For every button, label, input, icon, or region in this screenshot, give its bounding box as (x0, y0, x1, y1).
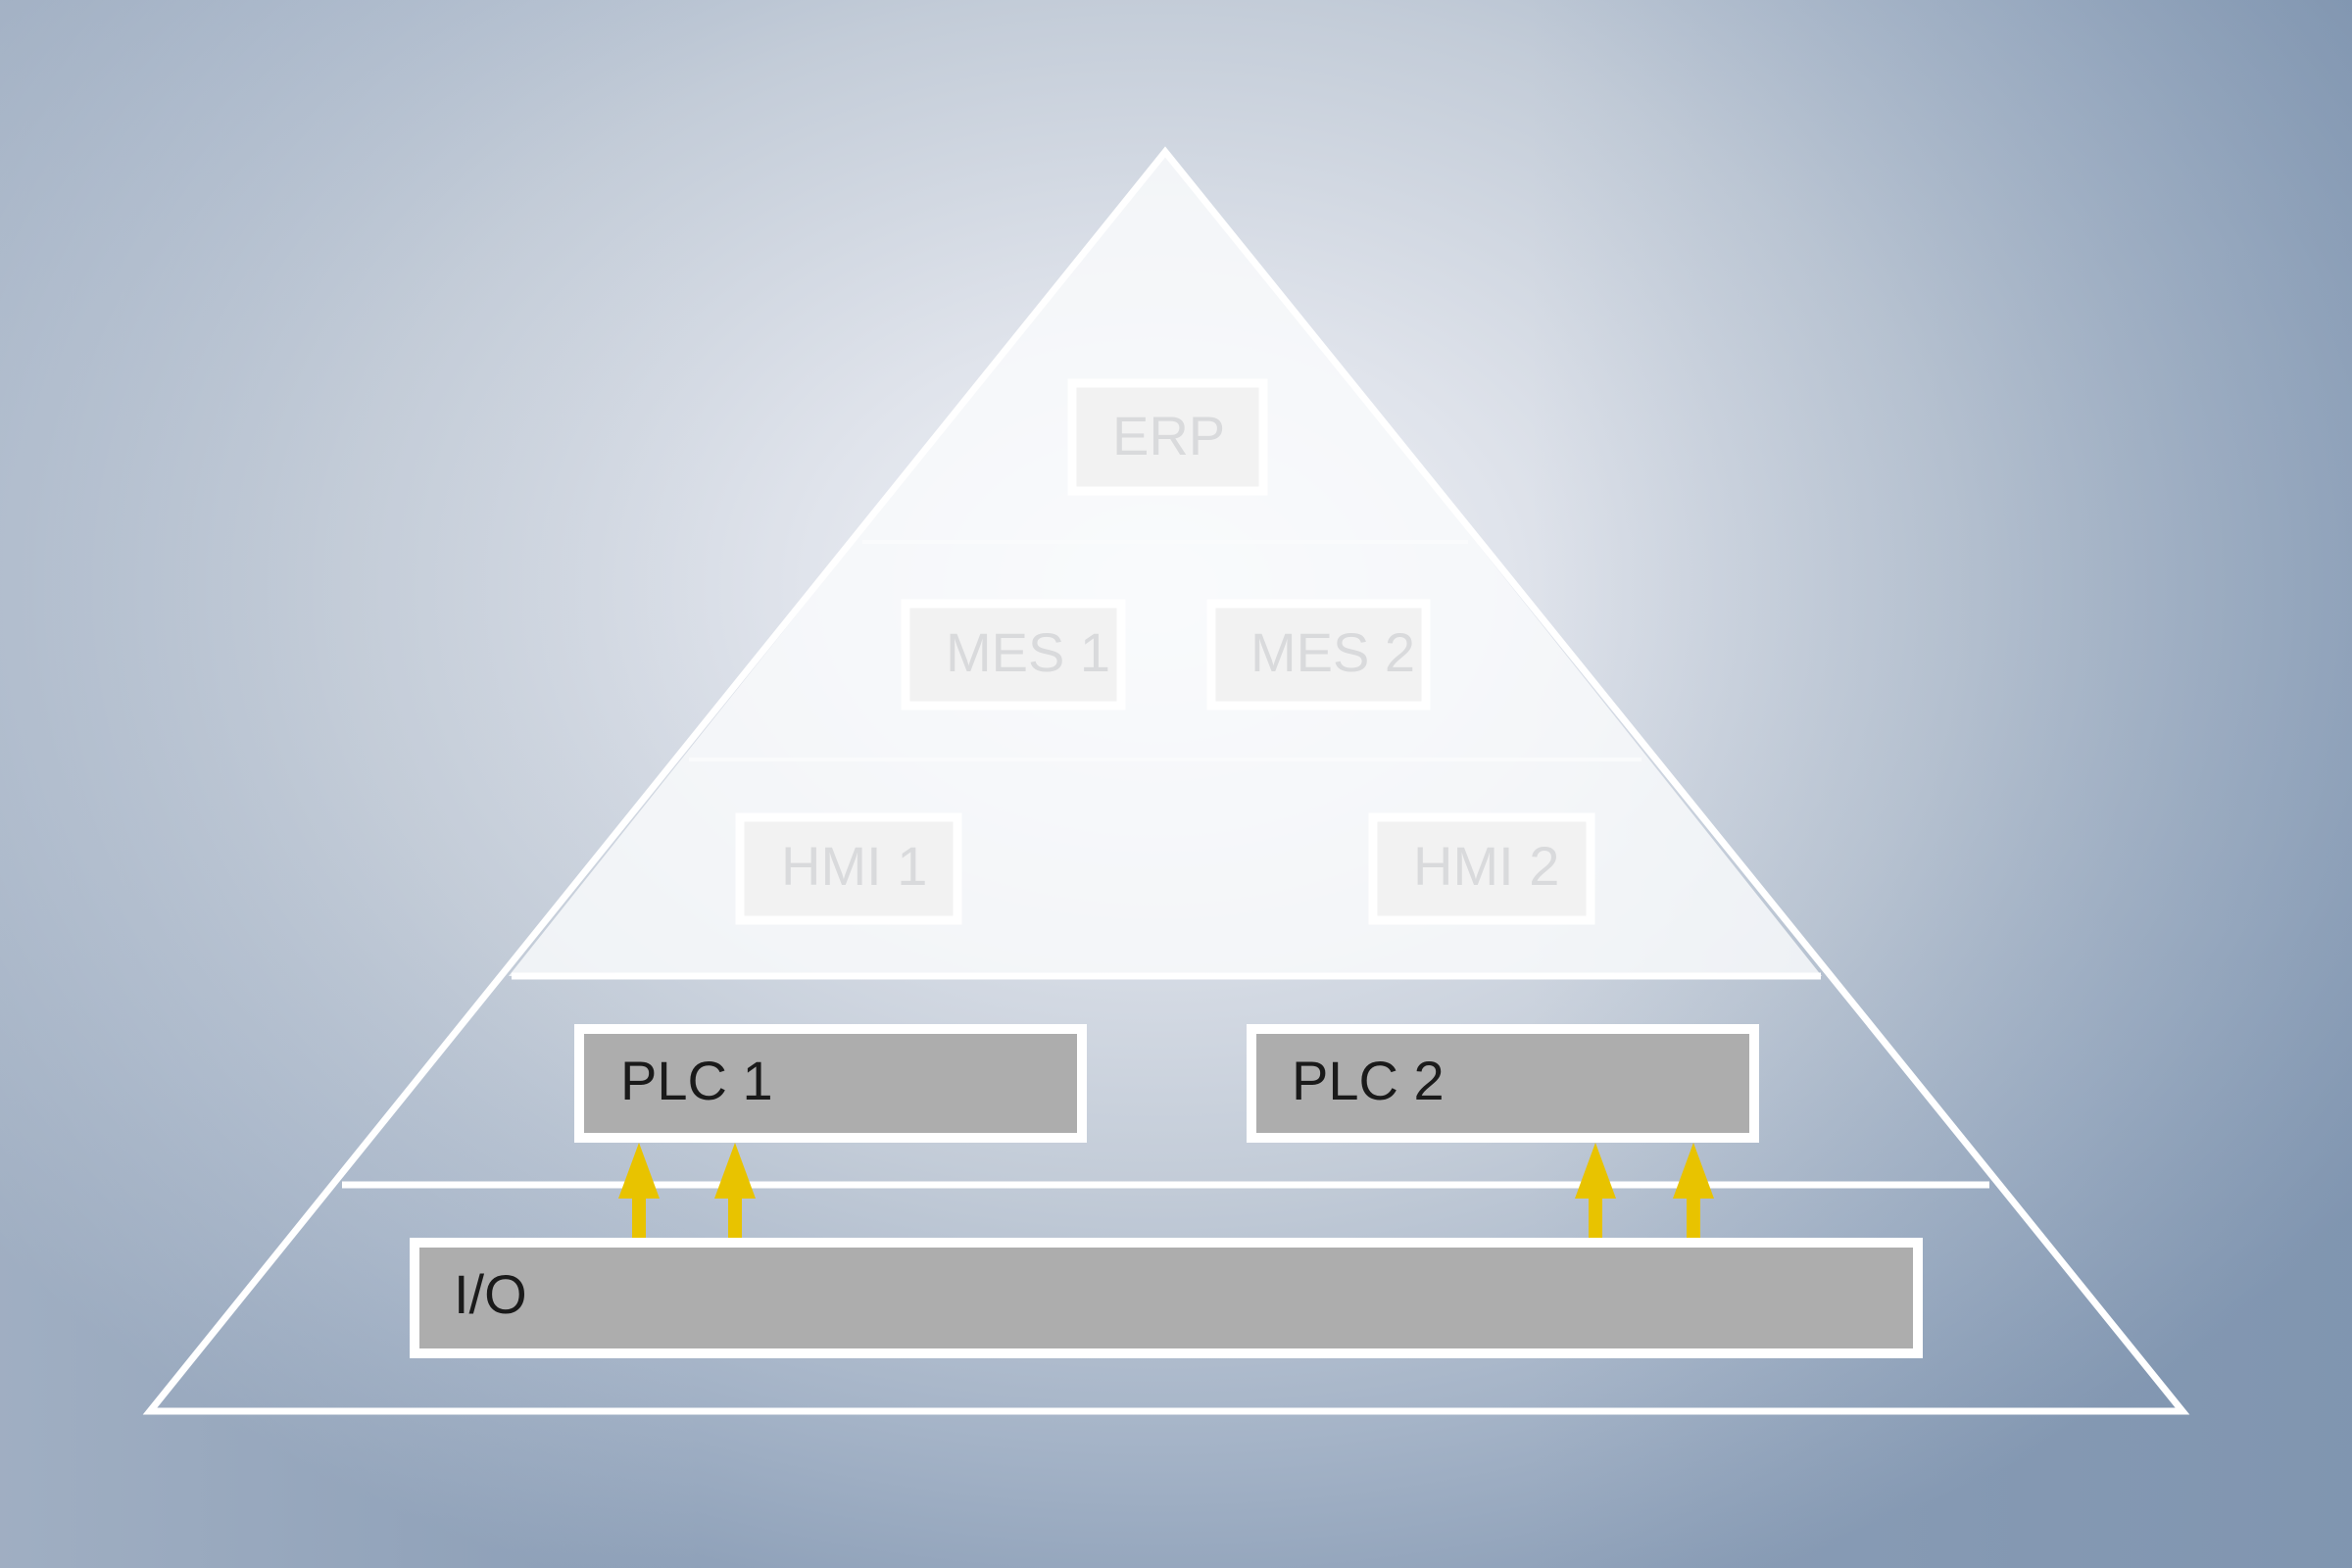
arrow-up-icon (618, 1143, 660, 1238)
hmi-1-box: HMI 1 (735, 812, 962, 925)
arrows (618, 1143, 1714, 1238)
arrow-up-icon (714, 1143, 756, 1238)
pyramid-outline (142, 146, 2190, 1415)
io-box: I/O (410, 1238, 1923, 1358)
mes-2-box: MES 2 (1206, 599, 1431, 710)
erp-box: ERP (1067, 378, 1268, 496)
hmi-2-label: HMI 2 (1413, 835, 1559, 897)
plc-2-box: PLC 2 (1247, 1024, 1759, 1143)
arrow-up-icon (1575, 1143, 1616, 1238)
plc-1-label: PLC 1 (620, 1050, 773, 1111)
plc-2-label: PLC 2 (1292, 1050, 1445, 1111)
hmi-2-box: HMI 2 (1368, 812, 1595, 925)
mes-1-label: MES 1 (946, 621, 1110, 683)
plc-1-box: PLC 1 (574, 1024, 1087, 1143)
hmi-1-label: HMI 1 (781, 835, 927, 897)
mes-1-box: MES 1 (901, 599, 1126, 710)
erp-label: ERP (1112, 405, 1225, 466)
io-label: I/O (454, 1263, 527, 1325)
arrow-up-icon (1673, 1143, 1714, 1238)
mes-2-label: MES 2 (1250, 621, 1415, 683)
upper-levels-fill (509, 152, 1822, 976)
